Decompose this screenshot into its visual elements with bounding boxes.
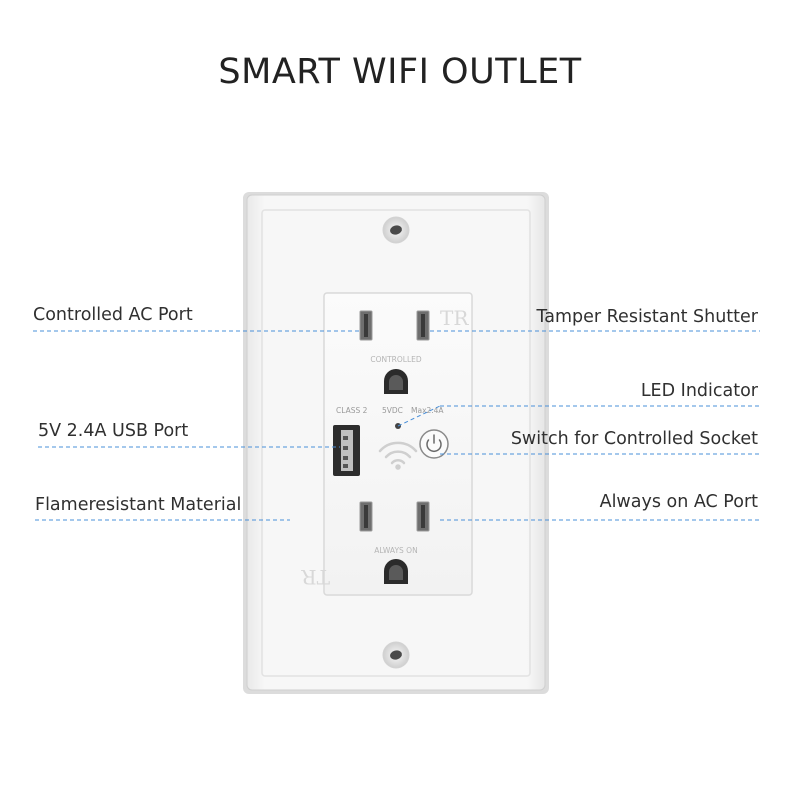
wifi-icon	[378, 441, 418, 470]
label-usb-port: 5V 2.4A USB Port	[38, 421, 189, 441]
always-on-mark: ALWAYS ON	[374, 546, 417, 555]
label-always-on-port: Always on AC Port	[599, 492, 758, 512]
label-flame-resistant: Flameresistant Material	[35, 495, 242, 515]
controlled-mark: CONTROLLED	[370, 355, 422, 364]
tr-top-mark: TR	[440, 306, 469, 330]
bottom-screw	[382, 641, 410, 669]
page-title: SMART WIFI OUTLET	[218, 52, 582, 92]
usb-port	[333, 425, 360, 476]
tr-bottom-mark: TR	[301, 565, 330, 589]
max-mark: Max2.4A	[411, 406, 444, 415]
label-switch-controlled: Switch for Controlled Socket	[510, 429, 758, 449]
label-tamper-resistant: Tamper Resistant Shutter	[536, 307, 758, 327]
always-on-outlet	[359, 501, 430, 584]
power-switch-icon	[419, 429, 449, 459]
top-screw	[382, 216, 410, 244]
label-controlled-ac-port: Controlled AC Port	[33, 305, 193, 325]
leader-led	[397, 405, 441, 427]
controlled-outlet	[359, 310, 430, 394]
class2-mark: CLASS 2	[336, 406, 368, 415]
vdc-mark: 5VDC	[382, 406, 403, 415]
label-led-indicator: LED Indicator	[640, 381, 758, 401]
